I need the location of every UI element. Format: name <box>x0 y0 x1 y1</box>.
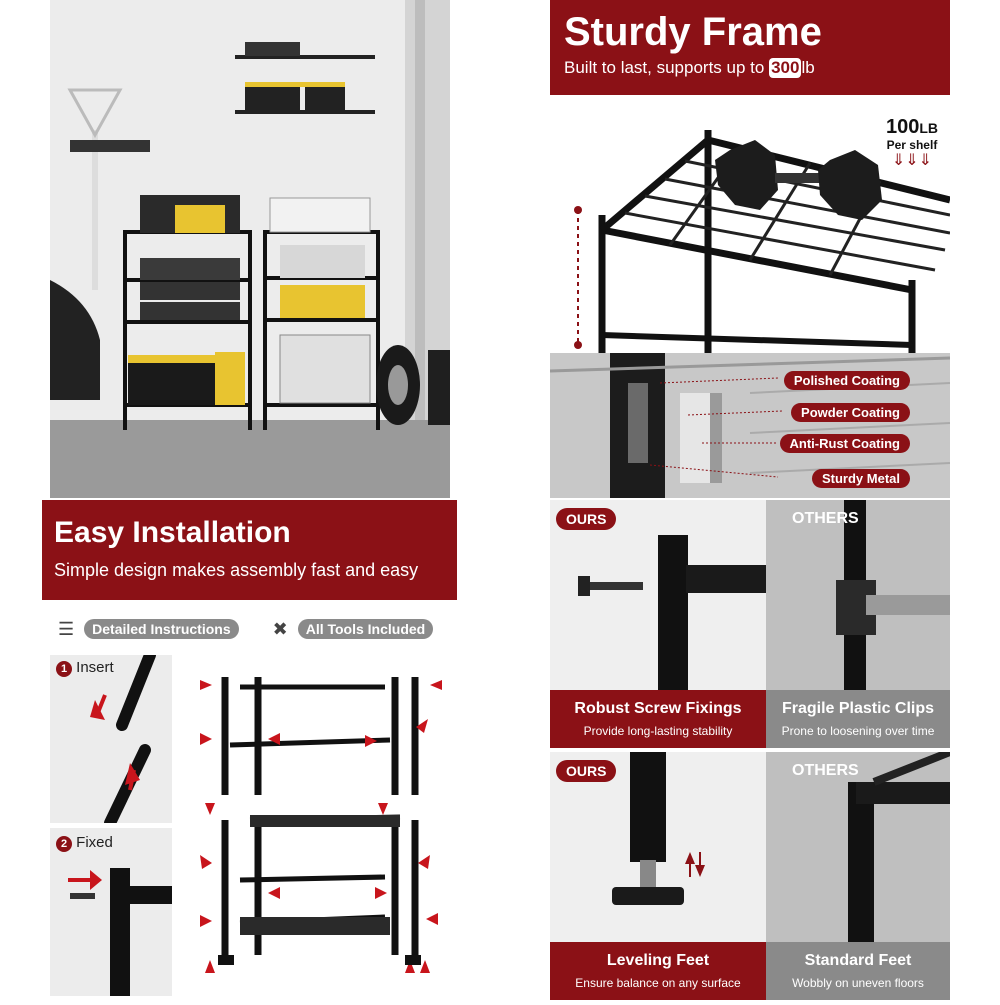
coating-detail: Polished Coating Powder Coating Anti-Rus… <box>550 353 950 498</box>
coating-label-polished: Polished Coating <box>783 371 910 390</box>
coating-label-metal: Sturdy Metal <box>811 469 910 488</box>
fixings-ours-caption: Robust Screw Fixings Provide long-lastin… <box>550 690 766 748</box>
standard-foot-illustration <box>848 752 950 942</box>
step-fixed-text: Fixed <box>76 834 113 851</box>
step-fixed-label: 2 Fixed <box>56 834 113 852</box>
load-caption: Per shelf <box>886 138 938 152</box>
coating-label-powder: Powder Coating <box>791 403 910 422</box>
shelf-dumbbell-illustration <box>574 130 950 353</box>
sturdy-frame-title: Sturdy Frame <box>564 10 822 54</box>
instructions-icon: ☰ <box>58 618 75 639</box>
garage-illustration <box>50 0 450 498</box>
installation-title: Easy Installation <box>54 516 291 549</box>
step-insert-panel: 1 Insert <box>50 655 172 823</box>
screw-fixing-illustration <box>578 535 766 690</box>
down-arrows-icon: ⇓⇓⇓ <box>891 152 933 169</box>
step-number-1: 1 <box>56 661 72 677</box>
feet-others-caption: Standard Feet Wobbly on uneven floors <box>766 942 950 1000</box>
fixings-ours-sub: Provide long-lasting stability <box>583 724 733 738</box>
tools-icon: ✖ <box>272 618 288 639</box>
leveling-foot-illustration <box>612 752 705 905</box>
weight-badge: 300 <box>769 58 802 78</box>
weight-unit: lb <box>801 58 815 77</box>
feature-all-tools-included: All Tools Included <box>297 619 434 639</box>
fixings-others-title: Fragile Plastic Clips <box>781 700 935 717</box>
ours-badge: OURS <box>556 508 617 530</box>
fixings-others-panel: OTHERS Fragile Plastic Clips Prone to lo… <box>766 500 950 748</box>
step-insert-label: 1 Insert <box>56 659 114 677</box>
fixings-ours-title: Robust Screw Fixings <box>574 700 742 717</box>
load-unit: LB <box>919 120 938 136</box>
coating-label-antirust: Anti-Rust Coating <box>779 434 910 453</box>
plastic-clip-illustration <box>836 500 950 690</box>
load-value: 100 <box>885 116 920 138</box>
easy-installation-header: Easy Installation Simple design makes as… <box>42 500 457 600</box>
feet-others-panel: OTHERS Standard Feet Wobbly on uneven fl… <box>766 752 950 1000</box>
insert-illustration <box>90 655 156 823</box>
subtitle-prefix: Built to last, supports up to <box>564 58 765 77</box>
assembly-exploded-view <box>200 677 442 973</box>
step-fixed-panel: 2 Fixed <box>50 828 172 996</box>
garage-scene <box>50 0 450 498</box>
feet-others-sub: Wobbly on uneven floors <box>792 976 924 990</box>
fixings-others-caption: Fragile Plastic Clips Prone to loosening… <box>766 690 950 748</box>
fixings-ours-panel: OURS Robust Screw Fixings Provide long-l… <box>550 500 766 748</box>
fixed-illustration <box>68 868 172 996</box>
feet-ours-panel: OURS Leveling Feet Ensure balance on any… <box>550 752 766 1000</box>
step-number-2: 2 <box>56 836 72 852</box>
feature-detailed-instructions: Detailed Instructions <box>84 619 239 639</box>
feet-ours-title: Leveling Feet <box>606 952 710 969</box>
shelf-load-image: 100LB Per shelf ⇓⇓⇓ <box>550 95 950 353</box>
installation-features: ☰ Detailed Instructions ✖ All Tools Incl… <box>58 617 448 641</box>
load-indicator: 100LB Per shelf ⇓⇓⇓ <box>886 117 938 169</box>
feet-ours-caption: Leveling Feet Ensure balance on any surf… <box>550 942 766 1000</box>
sturdy-frame-header: Sturdy Frame Built to last, supports up … <box>550 0 950 95</box>
feet-ours-sub: Ensure balance on any surface <box>575 976 741 990</box>
others-badge-feet: OTHERS <box>792 762 859 779</box>
others-badge: OTHERS <box>792 510 859 527</box>
ours-badge-feet: OURS <box>556 760 617 782</box>
assembly-diagram <box>180 655 455 1000</box>
installation-subtitle: Simple design makes assembly fast and ea… <box>54 560 419 580</box>
feet-others-title: Standard Feet <box>804 952 912 969</box>
fixings-others-sub: Prone to loosening over time <box>781 724 935 738</box>
step-insert-text: Insert <box>76 659 114 676</box>
